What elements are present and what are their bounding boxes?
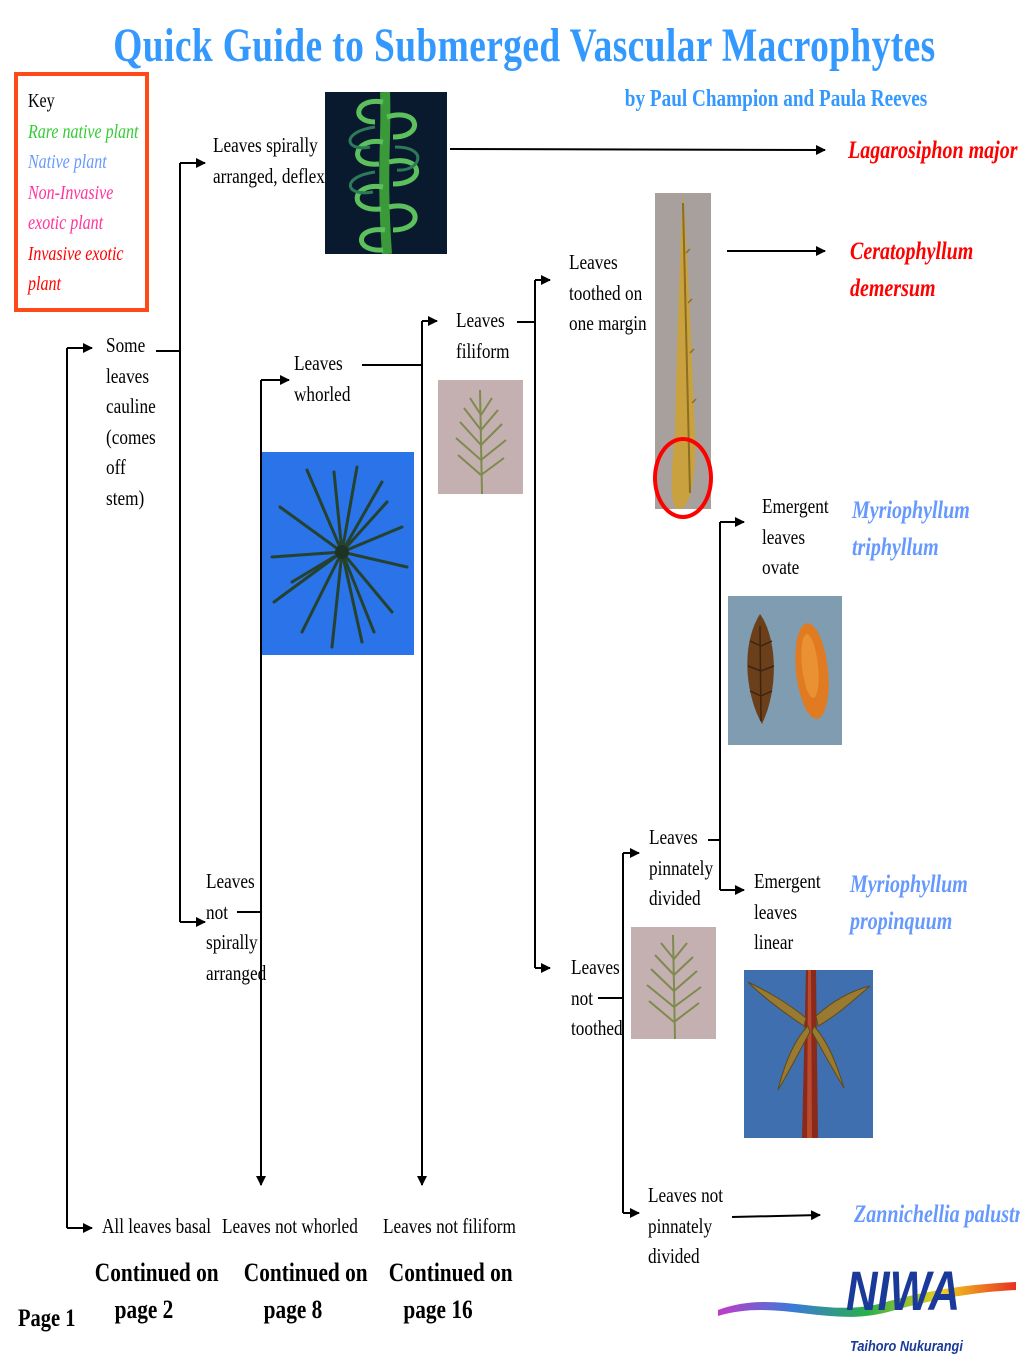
species-lagarosiphon-major: Lagarosiphon major xyxy=(848,137,1018,164)
continued-page-2: Continued on page 2 xyxy=(94,1258,219,1324)
species-myriophyllum-triphyllum: Myriophyllum triphyllum xyxy=(852,497,970,561)
key-non-invasive-2: exotic plant xyxy=(28,212,104,234)
node-leaves-not-spirally: Leaves not spirally arranged xyxy=(206,869,267,985)
key-heading: Key xyxy=(28,90,55,112)
node-leaves-not-toothed: Leaves not toothed xyxy=(571,955,623,1040)
species-ceratophyllum-demersum: Ceratophyllum demersum xyxy=(850,238,974,302)
photo-emergent-ovate-leaves xyxy=(728,596,842,745)
node-leaves-spirally-deflexed: Leaves spirally arranged, deflexed xyxy=(213,133,342,188)
key-legend: Key Rare native plant Native plant Non-I… xyxy=(28,86,166,300)
niwa-logo-text: NIWA xyxy=(846,1259,961,1322)
node-leaves-not-pinnately: Leaves not pinnately divided xyxy=(648,1183,724,1268)
page-title: Quick Guide to Submerged Vascular Macrop… xyxy=(113,19,936,72)
key-rare-native: Rare native plant xyxy=(28,120,139,143)
photo-filiform-leaf xyxy=(438,380,523,494)
key-native: Native plant xyxy=(28,151,107,173)
page-number: Page 1 xyxy=(18,1305,76,1332)
key-box xyxy=(14,72,149,312)
species-myriophyllum-propinquum: Myriophyllum propinquum xyxy=(850,871,968,935)
highlight-circle xyxy=(653,437,713,519)
photo-emergent-linear-leaves xyxy=(744,970,873,1138)
node-leaves-pinnately-divided: Leaves pinnately divided xyxy=(649,825,714,910)
continued-page-16: Continued on page 16 xyxy=(388,1258,513,1324)
node-all-leaves-basal: All leaves basal xyxy=(102,1214,212,1238)
photo-whorled-plant xyxy=(262,452,414,655)
node-emergent-ovate: Emergent leaves ovate xyxy=(762,494,829,579)
key-non-invasive-1: Non-Invasive xyxy=(28,181,114,204)
continued-page-8: Continued on page 8 xyxy=(243,1258,368,1324)
node-emergent-linear: Emergent leaves linear xyxy=(754,869,821,954)
node-leaves-not-filiform: Leaves not filiform xyxy=(383,1214,516,1238)
node-leaves-whorled: Leaves whorled xyxy=(294,351,351,406)
node-leaves-not-whorled: Leaves not whorled xyxy=(222,1214,358,1238)
photo-pinnately-divided-leaf xyxy=(631,927,716,1039)
photo-lagarosiphon xyxy=(325,92,447,254)
key-invasive-1: Invasive exotic xyxy=(28,242,124,265)
niwa-logo xyxy=(716,1262,1020,1360)
node-leaves-filiform: Leaves filiform xyxy=(456,308,510,363)
niwa-tagline: Taihoro Nukurangi xyxy=(850,1338,963,1355)
key-invasive-2: plant xyxy=(28,273,61,295)
byline: by Paul Champion and Paula Reeves xyxy=(624,86,928,112)
species-zannichellia-palustris: Zannichellia palustris xyxy=(854,1201,1020,1228)
node-some-leaves-cauline: Some leaves cauline (comes off stem) xyxy=(106,333,156,510)
node-leaves-toothed: Leaves toothed on one margin xyxy=(569,250,647,335)
